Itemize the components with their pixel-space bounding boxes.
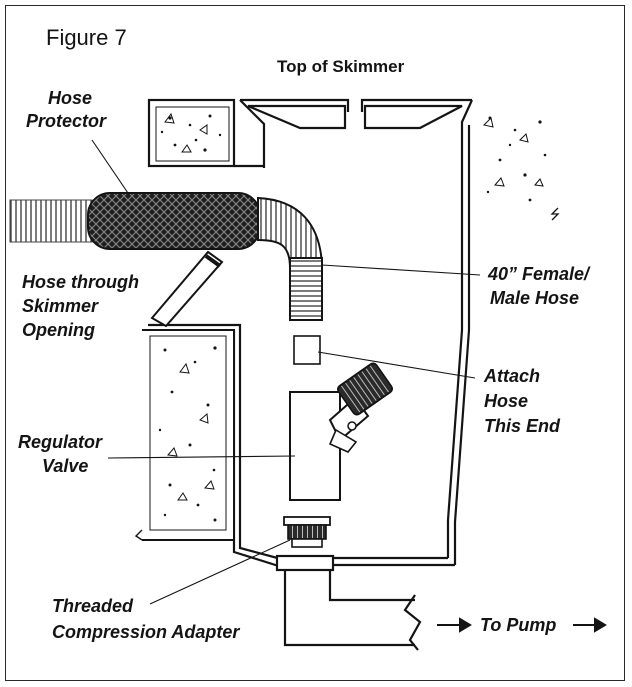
regulator-valve-label-2: Valve: [42, 456, 88, 476]
compression-adapter: [283, 516, 331, 548]
regulator-valve: [289, 362, 394, 501]
title: Top of Skimmer: [277, 57, 405, 76]
hose-through-label-3: Opening: [22, 320, 95, 340]
to-pump-label: To Pump: [480, 615, 556, 635]
skimmer-lid: [234, 98, 474, 172]
concrete-top-right: [483, 116, 560, 221]
figure-label: Figure 7: [46, 25, 127, 50]
concrete-lower-left: [134, 329, 235, 541]
corrugated-hose: [257, 196, 323, 365]
skimmer-right-wall: [330, 125, 471, 567]
hose-protector-label-1: Hose: [48, 88, 92, 108]
lower-plumbing: [275, 554, 422, 651]
threaded-adapter-label-1: Threaded: [52, 596, 134, 616]
hose-through-label-1: Hose through: [22, 272, 139, 292]
hose-protector-label-2: Protector: [26, 111, 107, 131]
hose-protector: [9, 192, 261, 250]
attach-hose-label-2: Hose: [484, 391, 528, 411]
hose-opening-pointer: [150, 250, 224, 328]
threaded-adapter-label-2: Compression Adapter: [52, 622, 240, 642]
hose-through-label-2: Skimmer: [22, 296, 99, 316]
female-male-hose-label-1: 40” Female/: [487, 264, 591, 284]
regulator-valve-label-1: Regulator: [18, 432, 103, 452]
leader-lines: [91, 139, 481, 605]
attach-hose-label-3: This End: [484, 416, 561, 436]
concrete-top-left: [147, 98, 236, 168]
attach-hose-label-1: Attach: [483, 366, 540, 386]
female-male-hose-label-2: Male Hose: [490, 288, 579, 308]
to-pump-arrows: [437, 617, 607, 633]
